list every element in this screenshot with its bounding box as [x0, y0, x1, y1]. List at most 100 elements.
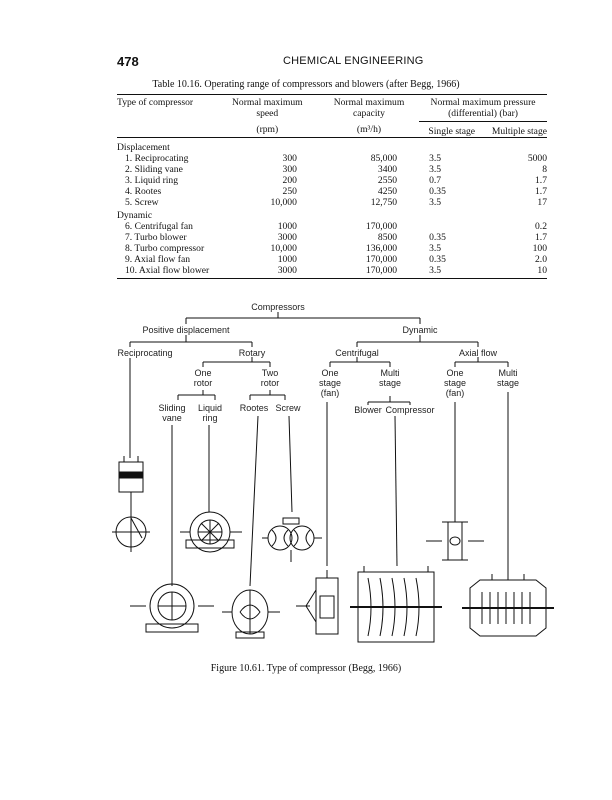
label-sliding-2: vane	[162, 413, 182, 423]
header-speed-1: Normal maximum	[232, 97, 303, 108]
page-number: 478	[117, 54, 139, 69]
cell-speed: 1000	[277, 254, 297, 265]
compressor-table: Type of compressor Normal maximum Normal…	[117, 94, 547, 279]
multistage-centrifugal-drawing-icon	[350, 566, 442, 643]
header-pressure-1: Normal maximum pressure	[430, 97, 536, 108]
cell-single: 3.5	[429, 197, 442, 208]
cell-type: 9. Axial flow fan	[125, 254, 191, 265]
reciprocating-drawing-icon	[112, 456, 150, 552]
table-row: 4. Rootes 250 4250 0.35 1.7	[117, 186, 547, 197]
label-a-multi-2: stage	[497, 378, 519, 388]
cell-single	[419, 221, 484, 232]
header-type: Type of compressor	[117, 97, 194, 108]
cell-capacity: 4250	[377, 186, 398, 197]
label-two-rotor-1: Two	[262, 368, 279, 378]
axial-multistage-drawing-icon	[462, 574, 554, 637]
cell-capacity: 170,000	[365, 265, 398, 276]
rootes-drawing-icon	[222, 589, 280, 639]
axial-fan-drawing-icon	[426, 521, 484, 561]
cell-capacity: 170,000	[365, 221, 398, 232]
cell-single: 0.35	[429, 254, 446, 265]
label-dynamic: Dynamic	[402, 325, 438, 335]
label-a-one-3: (fan)	[446, 388, 465, 398]
figure-caption: Figure 10.61. Type of compressor (Begg, …	[210, 663, 402, 674]
header-single: Single stage	[428, 126, 476, 137]
label-axial: Axial flow	[459, 348, 498, 358]
compressor-type-diagram: Compressors Positive displacement Dynami…	[112, 302, 554, 643]
label-sliding-1: Sliding	[158, 403, 185, 413]
header-capacity-2: capacity	[353, 108, 385, 119]
cell-type: 4. Rootes	[125, 186, 162, 197]
cell-speed: 10,000	[270, 197, 297, 208]
cell-single: 0.35	[429, 232, 446, 243]
label-one-rotor-2: rotor	[194, 378, 213, 388]
cell-multiple: 5000	[527, 153, 547, 164]
label-c-one-1: One	[321, 368, 338, 378]
cell-speed: 200	[282, 175, 297, 186]
label-root: Compressors	[251, 302, 305, 312]
cell-single: 3.5	[429, 243, 442, 254]
liquid-ring-drawing-icon	[180, 511, 242, 553]
cell-type: 1. Reciprocating	[125, 153, 189, 164]
cell-type: 6. Centrifugal fan	[125, 221, 193, 232]
cell-speed: 300	[282, 164, 297, 175]
label-reciprocating: Reciprocating	[117, 348, 172, 358]
label-compressor: Compressor	[385, 405, 434, 415]
label-two-rotor-2: rotor	[261, 378, 280, 388]
cell-speed: 250	[282, 186, 297, 197]
label-centrifugal: Centrifugal	[335, 348, 379, 358]
label-liquid-2: ring	[202, 413, 217, 423]
cell-multiple: 0.2	[535, 221, 547, 232]
screw-drawing-icon	[262, 517, 322, 562]
cell-multiple: 1.7	[535, 186, 547, 197]
label-one-rotor-1: One	[194, 368, 211, 378]
label-rotary: Rotary	[239, 348, 266, 358]
cell-type: 8. Turbo compressor	[125, 243, 205, 254]
cell-speed: 300	[282, 153, 297, 164]
cell-capacity: 170,000	[365, 254, 398, 265]
table-caption: Table 10.16. Operating range of compress…	[152, 79, 460, 90]
cell-single: 3.5	[429, 164, 442, 175]
label-positive: Positive displacement	[142, 325, 230, 335]
group-label: Displacement	[117, 142, 170, 153]
cell-speed: 3000	[277, 232, 297, 243]
cell-capacity: 85,000	[370, 153, 398, 164]
label-liquid-1: Liquid	[198, 403, 222, 413]
cell-multiple: 100	[532, 243, 547, 254]
header-capacity-unit: (m³/h)	[356, 123, 382, 135]
cell-single: 0.35	[429, 186, 446, 197]
group-row: Displacement	[117, 138, 547, 154]
label-blower: Blower	[354, 405, 382, 415]
cell-type: 2. Sliding vane	[125, 164, 183, 175]
table-header-row-3: (rpm) (m³/h) Single stage Multiple stage	[117, 122, 547, 138]
cell-single: 3.5	[429, 265, 442, 276]
cell-capacity: 136,000	[365, 243, 398, 254]
label-a-one-1: One	[446, 368, 463, 378]
table-header-row-1: Type of compressor Normal maximum Normal…	[117, 94, 547, 109]
cell-speed: 1000	[277, 221, 297, 232]
header-speed-unit: (rpm)	[256, 123, 279, 135]
label-c-one-3: (fan)	[321, 388, 340, 398]
label-a-multi-1: Multi	[498, 368, 517, 378]
label-c-multi-1: Multi	[380, 368, 399, 378]
cell-capacity: 8500	[377, 232, 398, 243]
cell-multiple: 10	[537, 265, 547, 276]
label-screw: Screw	[275, 403, 301, 413]
label-rootes: Rootes	[240, 403, 269, 413]
cell-single: 0.7	[429, 175, 442, 186]
header-pressure-2: (differential) (bar)	[419, 108, 547, 122]
label-a-one-2: stage	[444, 378, 466, 388]
header-capacity-1: Normal maximum	[333, 97, 405, 108]
table-grid: Type of compressor Normal maximum Normal…	[117, 94, 547, 279]
table-row: 6. Centrifugal fan 1000 170,000 0.2	[117, 221, 547, 232]
centrifugal-fan-drawing-icon	[296, 570, 339, 635]
cell-type: 3. Liquid ring	[125, 175, 179, 186]
